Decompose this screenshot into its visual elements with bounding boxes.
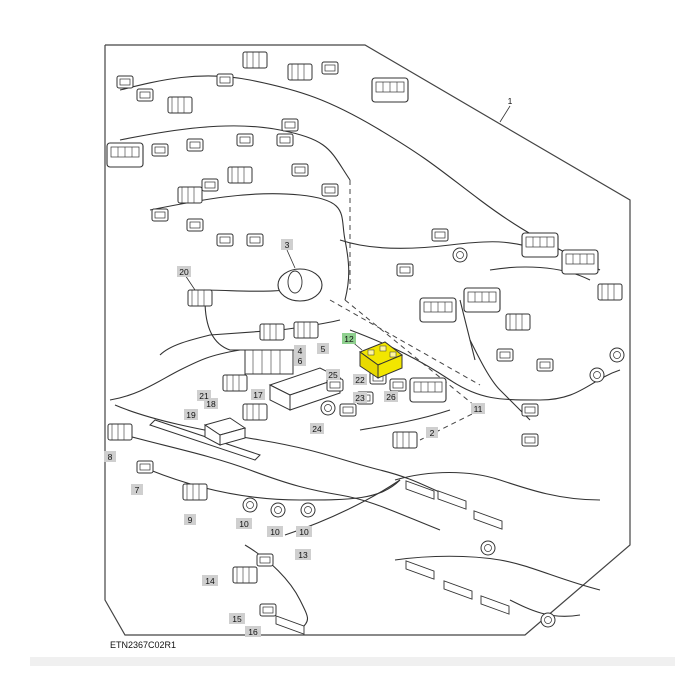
svg-text:16: 16 [248,627,258,637]
callout-21: 21 [197,390,211,401]
callout-26: 26 [384,391,398,402]
svg-text:6: 6 [298,356,303,366]
svg-text:19: 19 [186,410,196,420]
callout-25: 25 [326,369,340,380]
callout-1: 1 [508,96,513,106]
callout-10-c: 10 [296,526,312,537]
svg-text:25: 25 [328,370,338,380]
flat-cable [149,419,261,461]
callout-9: 9 [184,514,196,525]
svg-text:11: 11 [474,404,483,414]
svg-text:7: 7 [135,485,140,495]
harness-frame [104,44,631,636]
svg-text:5: 5 [321,344,326,354]
callout-leaders [182,105,511,351]
svg-text:23: 23 [355,393,365,403]
figure-code: ETN2367C02R1 [110,640,176,650]
svg-text:9: 9 [188,515,193,525]
callout-12[interactable]: 12 [342,333,356,344]
callout-7: 7 [131,484,143,495]
svg-text:12: 12 [344,334,354,344]
svg-text:20: 20 [179,267,189,277]
callout-labels: 1 2 3 4 5 6 7 8 9 10 10 10 11 12 13 14 1… [104,96,513,637]
svg-text:15: 15 [232,614,242,624]
svg-text:3: 3 [285,240,290,250]
callout-10-b: 10 [267,526,283,537]
dashed-leaders [329,180,481,441]
callout-14: 14 [202,575,218,586]
svg-text:22: 22 [355,375,365,385]
svg-text:14: 14 [205,576,215,586]
callout-3: 3 [281,239,293,250]
callout-24: 24 [310,423,324,434]
bottom-bar [30,657,675,666]
svg-text:10: 10 [299,527,309,537]
callout-18: 18 [204,398,218,409]
svg-text:1: 1 [508,96,513,106]
svg-text:10: 10 [270,527,280,537]
highlighted-part-12[interactable] [358,341,403,379]
callout-22: 22 [353,374,367,385]
svg-text:8: 8 [108,452,113,462]
svg-text:26: 26 [386,392,396,402]
callout-4: 4 [294,345,306,356]
callout-2: 2 [426,427,438,438]
callout-13: 13 [295,549,311,560]
svg-text:4: 4 [298,346,303,356]
center-components [107,268,556,635]
callout-19: 19 [184,409,198,420]
svg-text:17: 17 [253,390,263,400]
callout-10-a: 10 [236,518,252,529]
svg-text:13: 13 [298,550,308,560]
callout-23: 23 [353,392,367,403]
callout-17: 17 [251,389,265,400]
svg-text:18: 18 [206,399,216,409]
svg-text:21: 21 [199,391,209,401]
callout-11: 11 [471,403,485,414]
callout-8: 8 [104,451,116,462]
callout-15: 15 [229,613,245,624]
callout-20: 20 [177,266,191,277]
right-connectors [419,232,625,447]
callout-6: 6 [294,355,306,366]
svg-text:24: 24 [312,424,322,434]
callout-16: 16 [245,626,261,637]
svg-text:2: 2 [430,428,435,438]
callout-5: 5 [317,343,329,354]
svg-text:10: 10 [239,519,249,529]
